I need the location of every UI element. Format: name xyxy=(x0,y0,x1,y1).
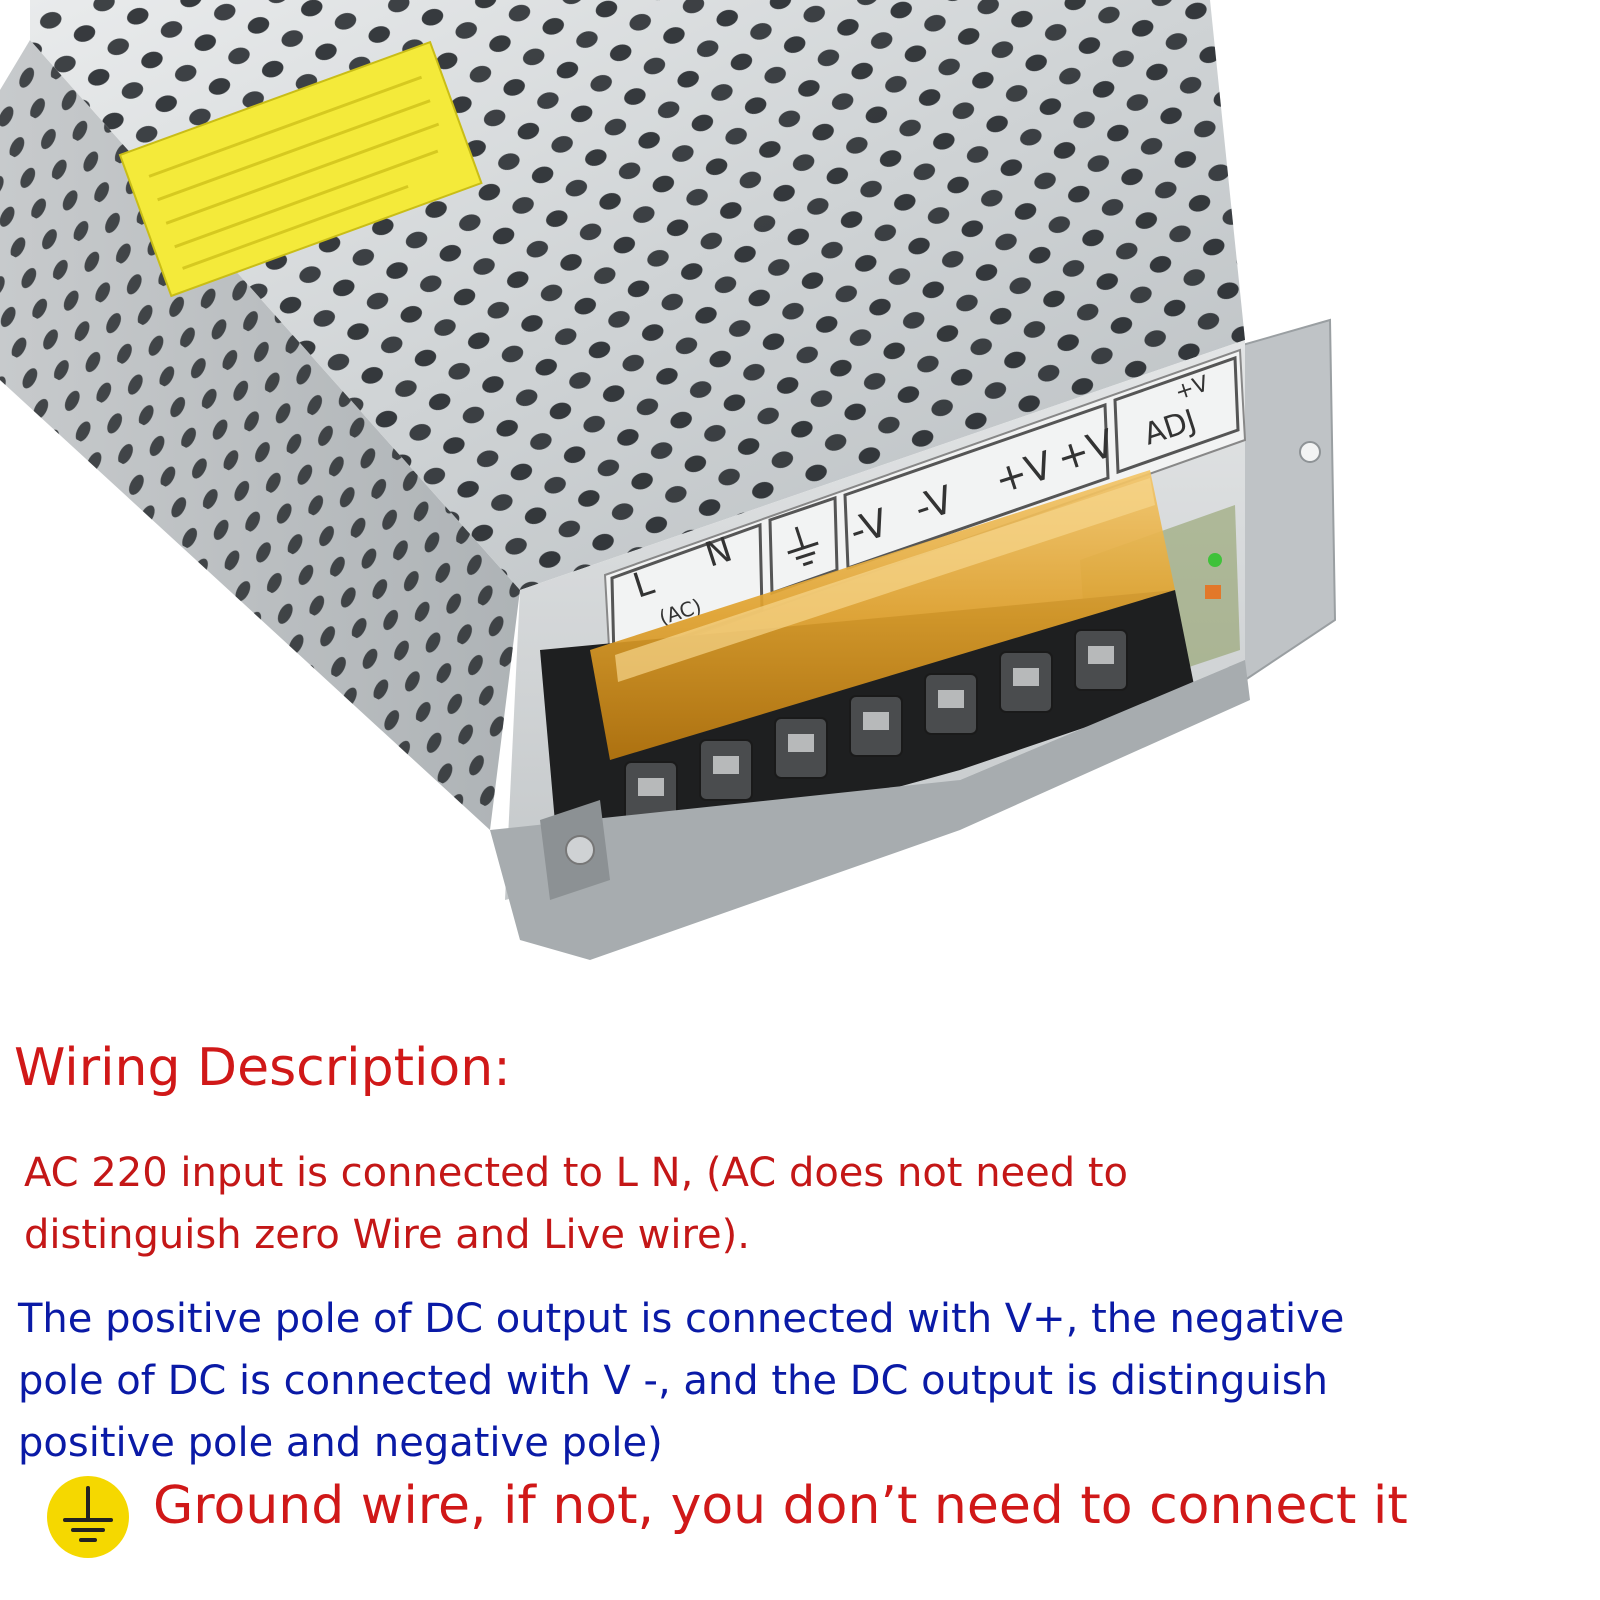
dc-output-line-2: pole of DC is connected with V -, and th… xyxy=(18,1358,1328,1404)
ac-input-line-2: distinguish zero Wire and Live wire). xyxy=(24,1212,750,1258)
ac-input-paragraph: AC 220 input is connected to L N, (AC do… xyxy=(24,1142,1128,1266)
terminal-ground-symbol-icon xyxy=(787,526,819,567)
power-supply-photo: L N (AC) -V -V +V +V +V ADJ xyxy=(0,0,1337,960)
dc-output-line-1: The positive pole of DC output is connec… xyxy=(18,1296,1345,1342)
terminal-label-strip: L N (AC) -V -V +V +V +V ADJ xyxy=(603,348,1247,667)
wiring-description-heading: Wiring Description: xyxy=(14,1038,511,1098)
housing-base xyxy=(490,660,1250,960)
dc-output-paragraph: The positive pole of DC output is connec… xyxy=(18,1288,1344,1474)
ac-input-line-1: AC 220 input is connected to L N, (AC do… xyxy=(24,1150,1129,1196)
warning-label xyxy=(118,40,483,298)
status-led xyxy=(1208,553,1222,567)
dc-output-line-3: positive pole and negative pole) xyxy=(18,1420,663,1466)
ground-wire-note: Ground wire, if not, you don’t need to c… xyxy=(45,1470,1585,1566)
ground-wire-text: Ground wire, if not, you don’t need to c… xyxy=(153,1476,1408,1536)
mounting-hole xyxy=(1299,441,1321,463)
ground-symbol-icon xyxy=(47,1476,129,1558)
